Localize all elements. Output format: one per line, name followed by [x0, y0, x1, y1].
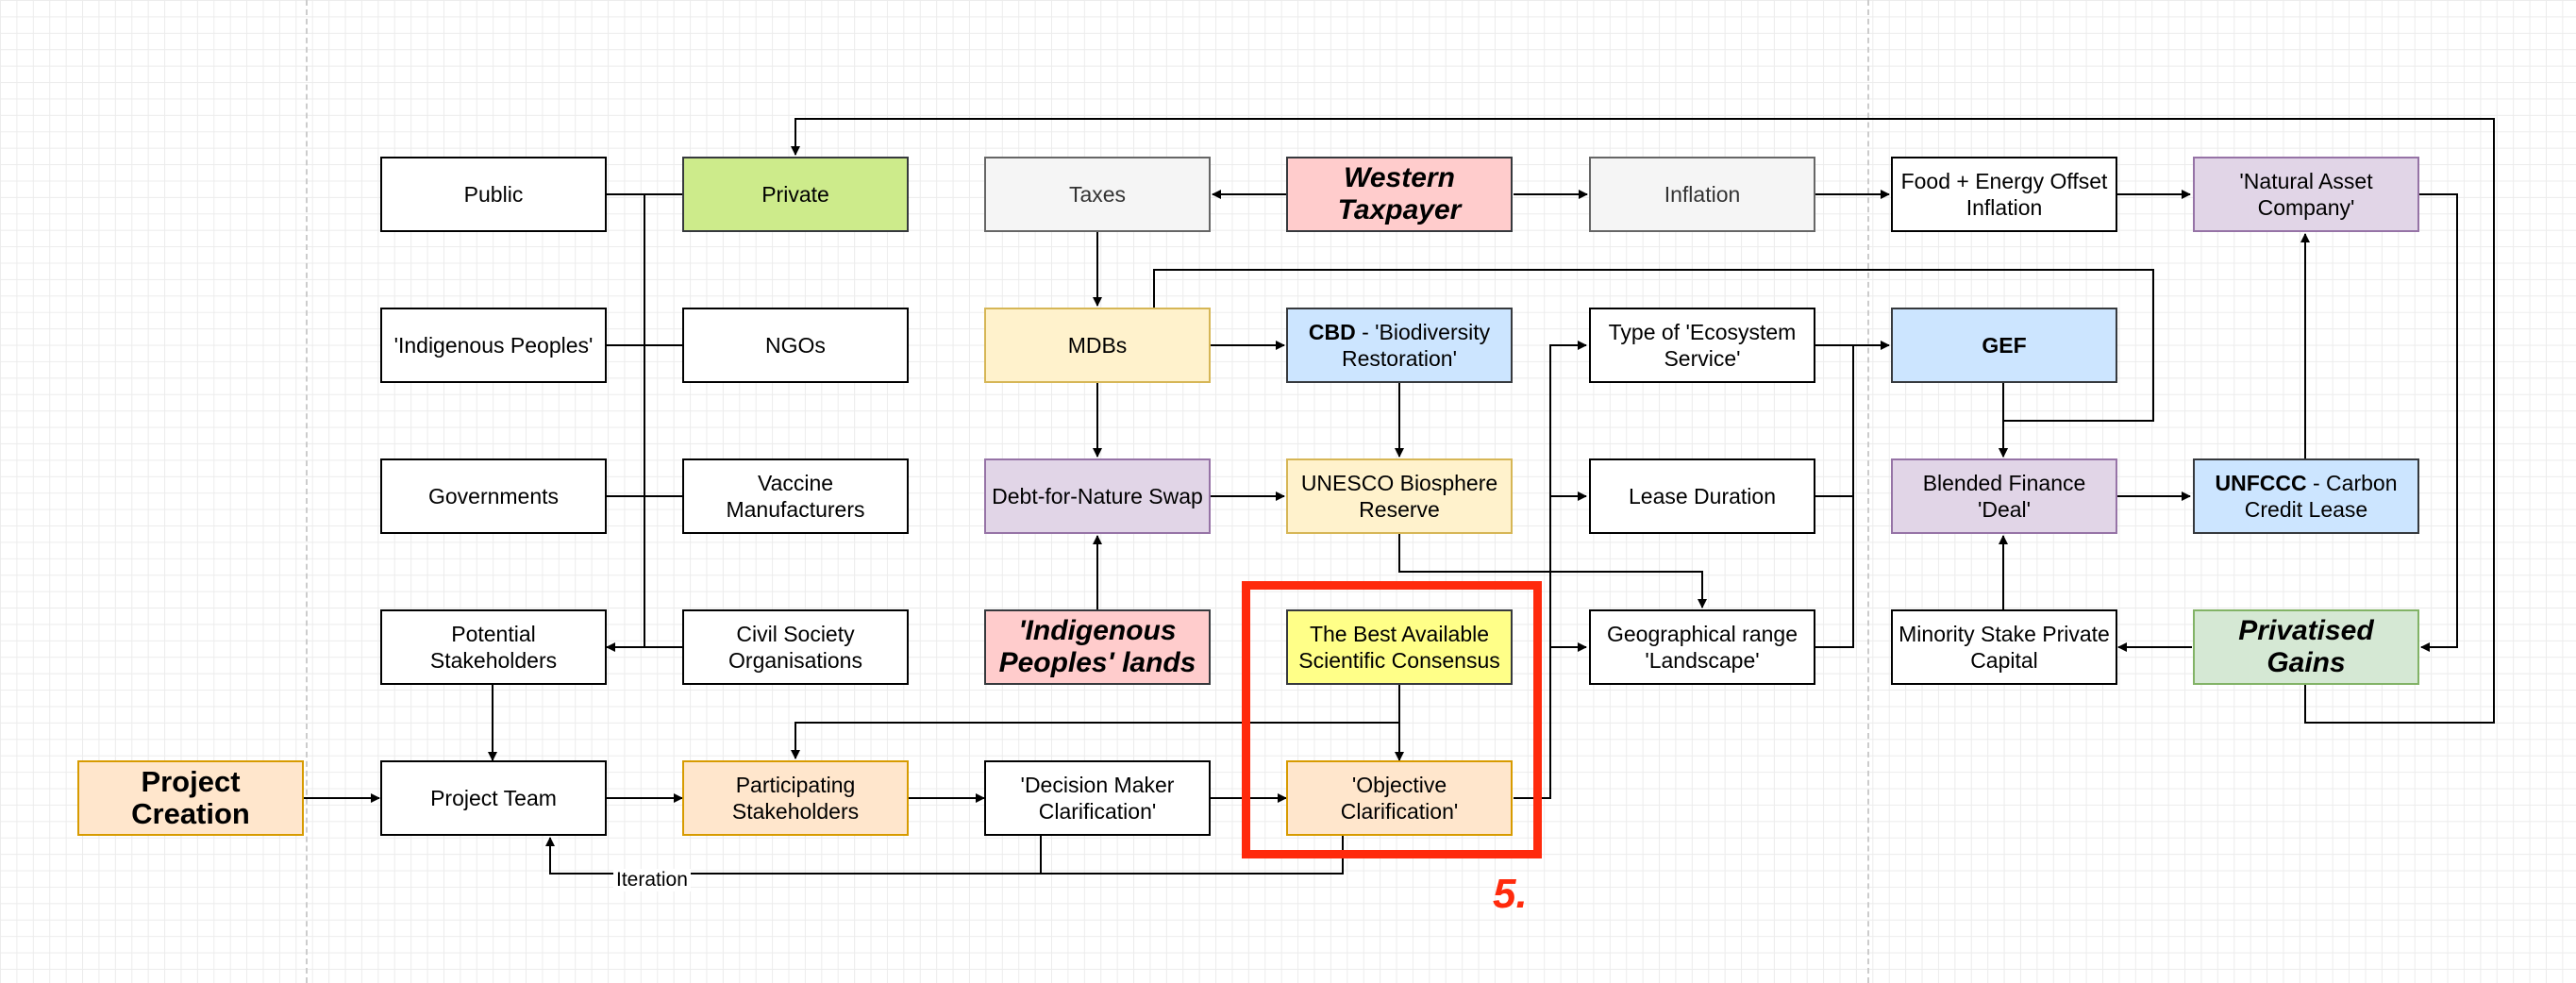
node-project-creation[interactable]: Project Creation	[77, 760, 304, 836]
node-cbd-acronym: CBD	[1308, 320, 1356, 344]
node-lease-duration[interactable]: Lease Duration	[1589, 458, 1815, 534]
node-mdbs[interactable]: MDBs	[984, 308, 1211, 383]
step-highlight-box	[1242, 581, 1542, 858]
node-participating-stakeholders[interactable]: Participating Stakeholders	[682, 760, 909, 836]
page-guide-left	[306, 0, 308, 983]
node-unfccc-rest: - Carbon Credit Lease	[2244, 471, 2398, 522]
node-decision-maker-clarification[interactable]: 'Decision Maker Clarification'	[984, 760, 1211, 836]
edge-iteration-loop	[545, 836, 1344, 875]
step-number-label: 5.	[1493, 871, 1528, 917]
node-indigenous-lands[interactable]: 'Indigenous Peoples' lands	[984, 609, 1211, 685]
node-project-team[interactable]: Project Team	[380, 760, 607, 836]
node-cbd[interactable]: CBD - 'Biodiversity Restoration'	[1286, 308, 1513, 383]
node-blended-finance[interactable]: Blended Finance 'Deal'	[1891, 458, 2117, 534]
iteration-label: Iteration	[613, 869, 691, 891]
node-unfccc-text: UNFCCC - Carbon Credit Lease	[2200, 470, 2412, 523]
node-minority-stake[interactable]: Minority Stake Private Capital	[1891, 609, 2117, 685]
node-potential-stakeholders[interactable]: Potential Stakeholders	[380, 609, 607, 685]
edge-gains-to-private	[791, 118, 2495, 724]
node-vaccine-manufacturers[interactable]: Vaccine Manufacturers	[682, 458, 909, 534]
node-food-energy[interactable]: Food + Energy Offset Inflation	[1891, 157, 2117, 232]
node-ngos[interactable]: NGOs	[682, 308, 909, 383]
node-debt-for-nature-swap[interactable]: Debt-for-Nature Swap	[984, 458, 1211, 534]
node-gef[interactable]: GEF	[1891, 308, 2117, 383]
node-inflation[interactable]: Inflation	[1589, 157, 1815, 232]
node-indigenous-peoples[interactable]: 'Indigenous Peoples'	[380, 308, 607, 383]
node-western-taxpayer[interactable]: Western Taxpayer	[1286, 157, 1513, 232]
node-public[interactable]: Public	[380, 157, 607, 232]
edge-objective-to-services	[1514, 341, 1587, 799]
node-best-available-science[interactable]: The Best Available Scientific Consensus	[1286, 609, 1513, 685]
node-cbd-rest: - 'Biodiversity Restoration'	[1341, 320, 1491, 371]
node-private[interactable]: Private	[682, 157, 909, 232]
node-taxes[interactable]: Taxes	[984, 157, 1211, 232]
node-objective-clarification[interactable]: 'Objective Clarification'	[1286, 760, 1513, 836]
edge-science-to-participating	[791, 722, 1399, 759]
node-civil-society[interactable]: Civil Society Organisations	[682, 609, 909, 685]
node-governments[interactable]: Governments	[380, 458, 607, 534]
edge-nac-to-gains	[2419, 193, 2458, 652]
page-guide-right	[1867, 0, 1869, 983]
edge-geo-to-bus	[1815, 345, 1854, 648]
node-type-ecosystem-service[interactable]: Type of 'Ecosystem Service'	[1589, 308, 1815, 383]
node-cbd-text: CBD - 'Biodiversity Restoration'	[1294, 319, 1505, 372]
node-unfccc-acronym: UNFCCC	[2215, 471, 2307, 495]
node-natural-asset-company[interactable]: 'Natural Asset Company'	[2193, 157, 2419, 232]
node-geographical-range[interactable]: Geographical range 'Landscape'	[1589, 609, 1815, 685]
node-gef-label: GEF	[1982, 333, 2027, 358]
node-unesco-biosphere-reserve[interactable]: UNESCO Biosphere Reserve	[1286, 458, 1513, 534]
node-privatised-gains[interactable]: Privatised Gains	[2193, 609, 2419, 685]
node-unfccc[interactable]: UNFCCC - Carbon Credit Lease	[2193, 458, 2419, 534]
